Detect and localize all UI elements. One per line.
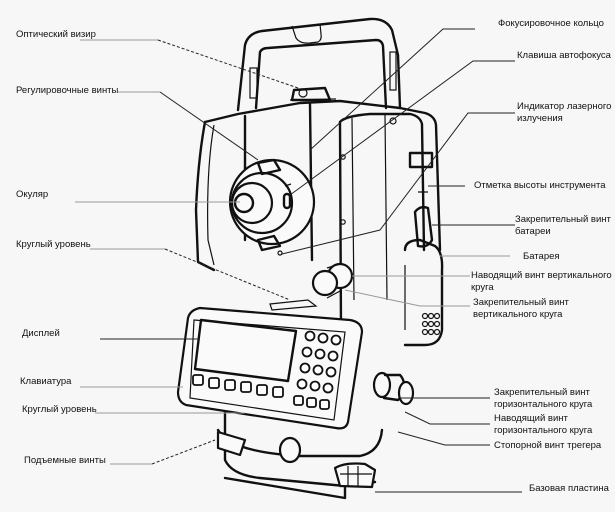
- eyepiece-assembly: [228, 158, 316, 252]
- label-battery-clamp-2: батареи: [515, 226, 551, 237]
- control-panel: [176, 299, 364, 430]
- display-screen: [193, 318, 298, 383]
- leader-lines: [75, 28, 522, 493]
- label-laser-indicator-1: Индикатор лазерного: [517, 101, 612, 112]
- battery-grip: [421, 312, 441, 336]
- label-battery: Батарея: [523, 251, 560, 262]
- label-vertical-clamp-2: вертикального круга: [473, 309, 563, 320]
- label-optical-sight: Оптический визир: [16, 29, 96, 40]
- label-horizontal-tangent-1: Наводящий винт: [494, 413, 568, 424]
- label-tribrach-lock: Стопорной винт трегера: [494, 440, 602, 451]
- label-horizontal-tangent-2: горизонтального круга: [494, 425, 593, 436]
- label-vertical-tangent-1: Наводящий винт вертикального: [471, 270, 612, 281]
- label-horizontal-clamp-1: Закрепительный винт: [494, 387, 590, 398]
- label-adjustment-screws: Регулировочные винты: [16, 85, 119, 96]
- label-battery-clamp-1: Закрепительный винт: [515, 214, 611, 225]
- label-circular-level-1: Круглый уровень: [16, 239, 91, 250]
- label-vertical-tangent-2: круга: [471, 282, 494, 293]
- label-display: Дисплей: [22, 328, 60, 339]
- numeric-keypad: [293, 330, 342, 410]
- function-keys: [192, 374, 284, 398]
- vertical-tangent-screw: [311, 262, 354, 299]
- battery-compartment: [403, 185, 444, 347]
- optical-sight: [289, 86, 337, 102]
- label-focus-ring: Фокусировочное кольцо: [498, 18, 604, 29]
- label-eyepiece: Окуляр: [16, 189, 49, 200]
- label-vertical-clamp-1: Закрепительный винт: [473, 297, 569, 308]
- label-base-plate: Базовая пластина: [529, 483, 609, 494]
- label-leveling-screws: Подъемные винты: [24, 455, 106, 466]
- horizontal-tangent-screw: [372, 371, 415, 406]
- tribrach: [216, 408, 384, 500]
- label-keyboard: Клавиатура: [20, 376, 72, 387]
- label-instrument-height-mark: Отметка высоты инструмента: [474, 180, 606, 191]
- label-horizontal-clamp-2: горизонтального круга: [494, 399, 593, 410]
- label-circular-level-2: Круглый уровень: [22, 404, 97, 415]
- carrying-handle: [236, 17, 402, 112]
- circular-level-top: [269, 299, 318, 311]
- label-autofocus-key: Клавиша автофокуса: [517, 50, 611, 61]
- label-laser-indicator-2: излучения: [517, 113, 563, 124]
